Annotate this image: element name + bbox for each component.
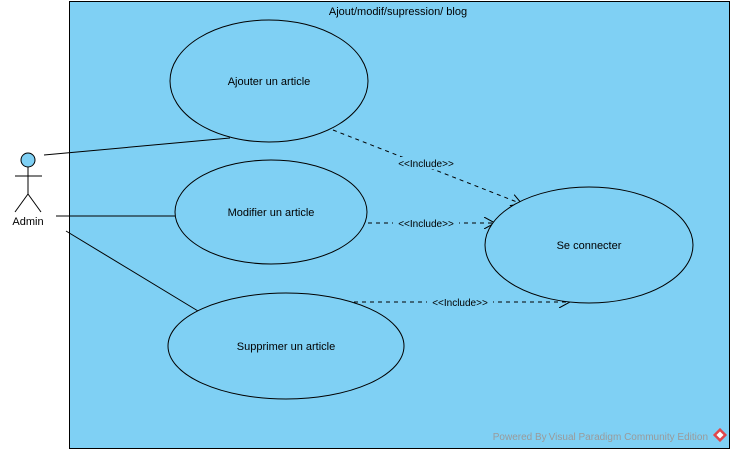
actor-name: Admin [12, 216, 43, 228]
include-label-3: <<Include>> [432, 298, 488, 309]
association-supprimer[interactable] [65, 230, 199, 312]
usecase-supprimer[interactable]: Supprimer un article [167, 292, 405, 400]
include-label-2: <<Include>> [398, 219, 454, 230]
watermark-text: Powered By Visual Paradigm Community Edi… [493, 432, 708, 443]
include-ajouter-connecter[interactable] [332, 129, 522, 204]
actor-head-icon [20, 152, 36, 168]
usecase-ajouter-label: Ajouter un article [228, 76, 311, 88]
usecase-modifier-label: Modifier un article [228, 207, 315, 219]
association-ajouter[interactable] [43, 137, 231, 156]
usecase-connecter-label: Se connecter [557, 240, 622, 252]
actor-admin[interactable]: Admin [12, 152, 44, 228]
usecase-connecter[interactable]: Se connecter [484, 186, 694, 304]
include-label-1: <<Include>> [398, 159, 454, 170]
usecase-supprimer-label: Supprimer un article [237, 341, 335, 353]
usecase-modifier[interactable]: Modifier un article [174, 159, 368, 265]
system-title: Ajout/modif/supression/ blog [329, 6, 467, 18]
usecase-ajouter[interactable]: Ajouter un article [169, 19, 369, 143]
visual-paradigm-logo-icon [712, 427, 728, 443]
